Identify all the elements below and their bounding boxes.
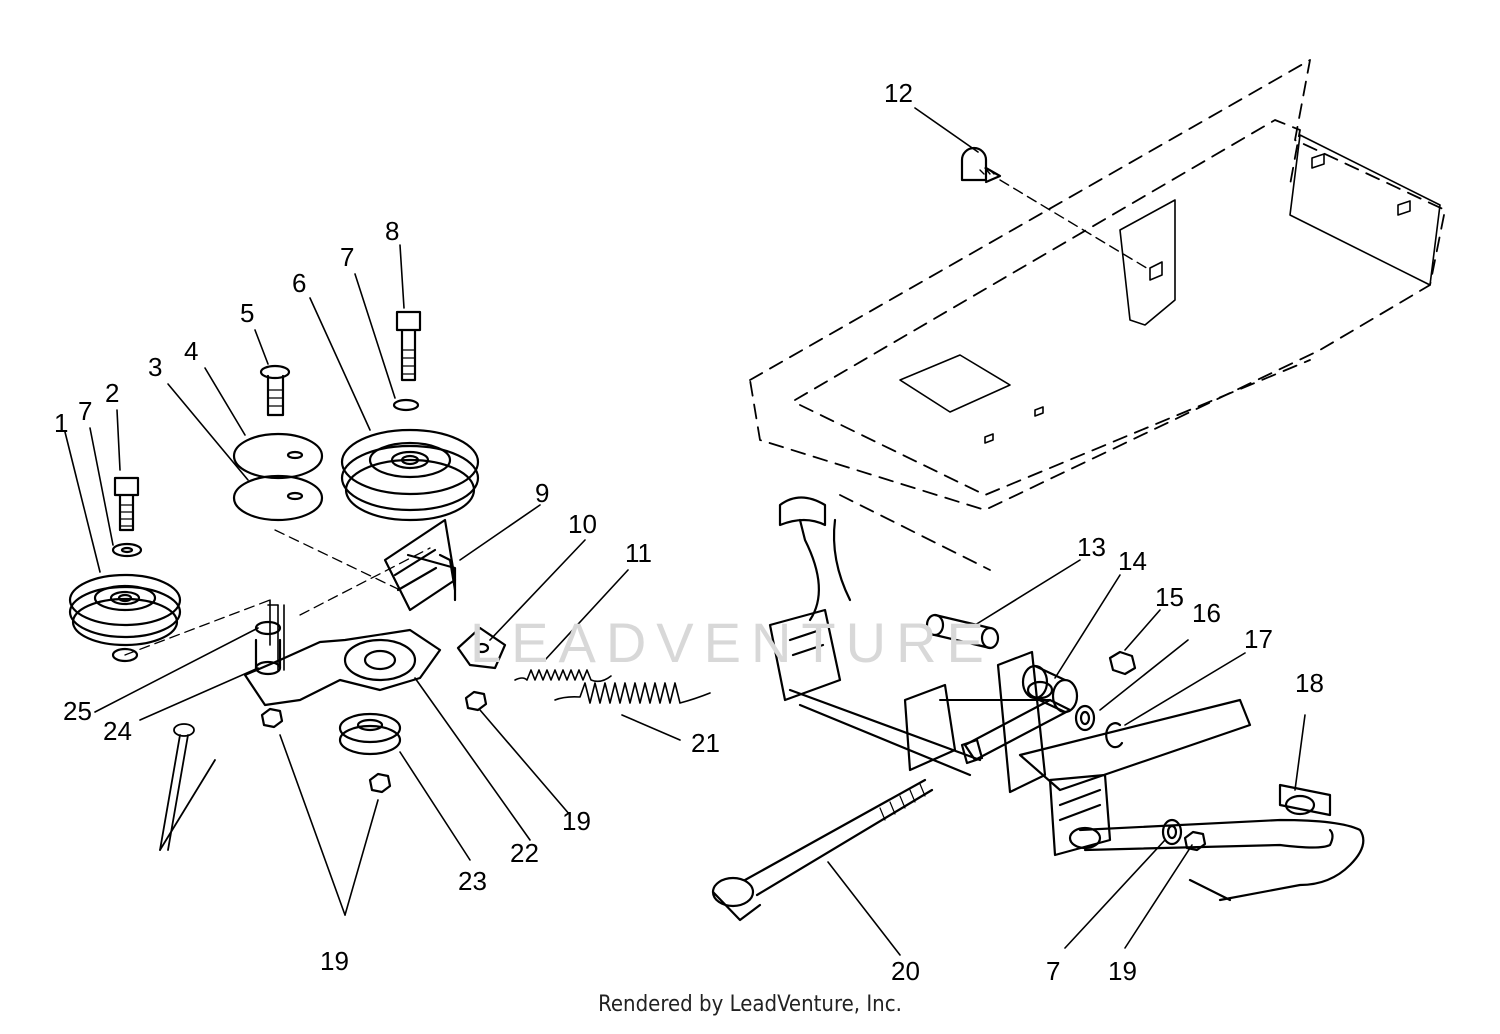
nut-19-a — [260, 707, 284, 729]
washer-3 — [232, 474, 324, 522]
idler-pulley-6 — [340, 428, 480, 522]
callout-8: 8 — [385, 216, 399, 246]
mower-deck-outline — [749, 59, 1446, 571]
callout-19-a: 19 — [562, 806, 591, 836]
washer-16 — [1074, 704, 1096, 732]
callout-14: 14 — [1118, 546, 1147, 576]
bolt-2 — [113, 476, 140, 532]
collar — [960, 738, 984, 765]
carriage-bolt-12 — [960, 146, 1002, 184]
callout-25: 25 — [63, 696, 92, 726]
bolt-8 — [395, 310, 422, 382]
callout-23: 23 — [458, 866, 487, 896]
callout-16: 16 — [1192, 598, 1221, 628]
spring-bracket-10 — [456, 626, 507, 670]
callout-17: 17 — [1244, 624, 1273, 654]
pivot-spacer-24 — [254, 604, 285, 676]
callout-1: 1 — [54, 408, 68, 438]
callout-19-c: 19 — [1108, 956, 1137, 986]
nut-19-c — [368, 772, 392, 794]
callout-19-b: 19 — [320, 946, 349, 976]
callout-10: 10 — [568, 509, 597, 539]
callout-20: 20 — [891, 956, 920, 986]
callout-labels: 1 7 2 3 4 5 6 7 8 9 10 11 12 13 14 15 16… — [54, 78, 1324, 986]
idler-bracket-22 — [243, 518, 457, 707]
footer-credit: Rendered by LeadVenture, Inc. — [598, 992, 902, 1017]
pin-13 — [925, 613, 1000, 650]
callout-12: 12 — [884, 78, 913, 108]
washer-7-left — [111, 542, 143, 558]
callout-24: 24 — [103, 716, 132, 746]
e-ring-17 — [1105, 722, 1124, 749]
callout-21: 21 — [691, 728, 720, 758]
callout-5: 5 — [240, 298, 254, 328]
callout-7-b: 7 — [340, 242, 354, 272]
callout-2: 2 — [105, 378, 119, 408]
callout-22: 22 — [510, 838, 539, 868]
idler-pulley-1 — [68, 573, 182, 647]
callout-15: 15 — [1155, 582, 1184, 612]
spacer-14 — [1021, 664, 1079, 714]
callout-4: 4 — [184, 336, 198, 366]
callout-3: 3 — [148, 352, 162, 382]
carriage-bolt-5 — [259, 364, 291, 417]
belt-guide-rod — [159, 723, 216, 851]
nut-19-b — [464, 690, 488, 712]
callout-11: 11 — [625, 538, 652, 568]
washer-7-upper — [392, 398, 420, 412]
deck-bracket — [899, 134, 1441, 444]
callout-18: 18 — [1295, 668, 1324, 698]
bolt-9 — [438, 553, 457, 592]
callout-7-c: 7 — [1046, 956, 1060, 986]
leader-lines — [64, 107, 1306, 956]
watermark: LEADVENTURE — [470, 611, 994, 674]
spacer-small — [111, 647, 139, 663]
callout-13: 13 — [1077, 532, 1106, 562]
lift-link-rod-20 — [711, 778, 934, 922]
callout-9: 9 — [535, 478, 549, 508]
spring-11 — [514, 669, 612, 683]
washer-4 — [232, 432, 324, 480]
lift-arm-assembly — [768, 496, 1365, 902]
pivot-bolt-25 — [267, 599, 279, 646]
nut-15 — [1108, 650, 1137, 676]
callout-6: 6 — [292, 268, 306, 298]
washer-7-right — [1161, 818, 1183, 846]
callout-7-a: 7 — [78, 396, 92, 426]
spring-21 — [554, 682, 711, 704]
pulley-23 — [338, 712, 402, 756]
